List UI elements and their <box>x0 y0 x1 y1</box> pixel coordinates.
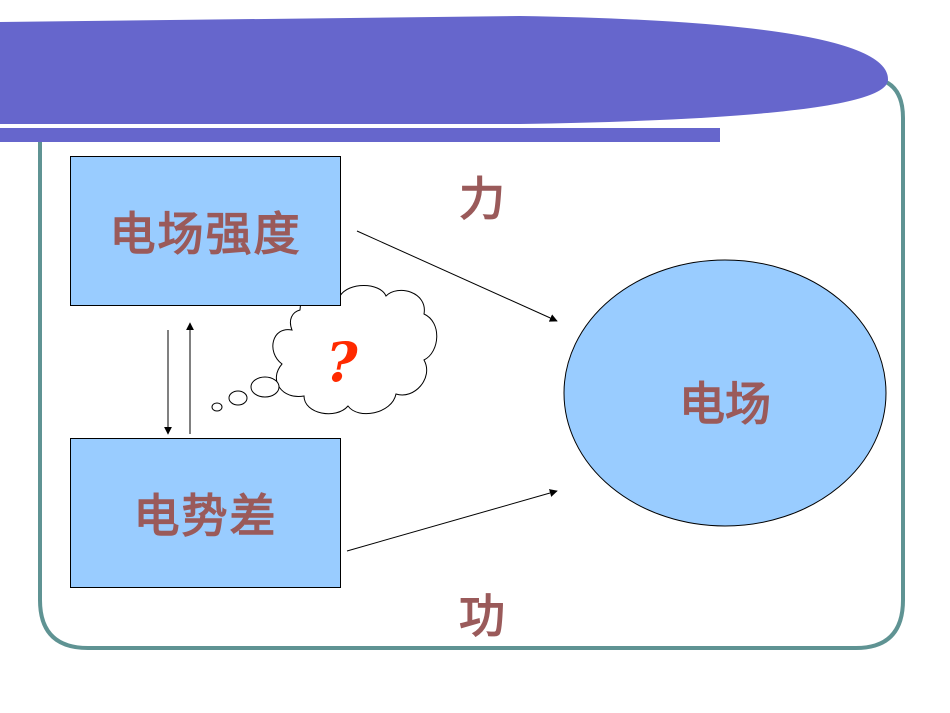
arrow-strength-to-field <box>356 230 558 322</box>
electric-field-ellipse <box>563 259 887 527</box>
work-label: 功 <box>459 589 505 643</box>
thought-cloud <box>211 285 438 415</box>
title-banner <box>0 16 889 124</box>
potential-difference-box: 电势差 <box>70 438 341 588</box>
field-strength-box: 电场强度 <box>70 156 341 306</box>
electric-field-label: 电场 <box>679 377 771 431</box>
question-mark: ? <box>326 330 358 394</box>
slide-frame <box>38 76 905 650</box>
banner-stripe <box>0 128 720 142</box>
field-strength-label: 电场强度 <box>109 207 302 261</box>
potential-difference-label: 电势差 <box>133 489 278 543</box>
arrow-potential-to-field <box>346 489 558 552</box>
force-label: 力 <box>459 172 505 226</box>
